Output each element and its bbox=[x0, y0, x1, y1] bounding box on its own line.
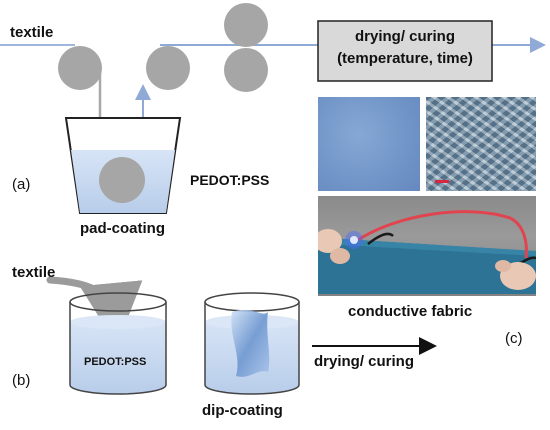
red-wire bbox=[357, 210, 528, 259]
scale-bar bbox=[435, 180, 449, 183]
guide-roller-2 bbox=[146, 46, 190, 90]
drying-step-label: drying/ curing bbox=[314, 353, 415, 370]
demo-photo-drawing bbox=[318, 210, 536, 294]
fabric-photo-microscope bbox=[426, 97, 536, 191]
nip-roller-top bbox=[224, 3, 268, 47]
drying-box-line2: (temperature, time) bbox=[337, 50, 473, 67]
fabric-photo-plain bbox=[318, 97, 420, 191]
drying-box-line1: drying/ curing bbox=[354, 28, 455, 45]
led bbox=[350, 236, 358, 244]
textile-label-a: textile bbox=[10, 24, 54, 41]
left-hand bbox=[318, 229, 342, 253]
nip-roller-bottom bbox=[224, 48, 268, 92]
immersion-roller bbox=[99, 157, 145, 203]
beaker-1 bbox=[69, 292, 167, 395]
immersed-fabric bbox=[231, 309, 270, 377]
conductive-fabric-photo bbox=[318, 196, 536, 296]
dip-coating-label: dip-coating bbox=[202, 402, 283, 419]
panel-label-b: (b) bbox=[12, 372, 31, 389]
drying-box bbox=[317, 20, 493, 82]
pad-coating-line bbox=[0, 3, 546, 214]
conductive-fabric-caption: conductive fabric bbox=[348, 303, 473, 320]
dip-coating-setup bbox=[46, 276, 437, 395]
panel-label-a: (a) bbox=[12, 176, 31, 193]
pedot-pss-label-b: PEDOT:PSS bbox=[84, 356, 147, 368]
textile-label-b: textile bbox=[12, 264, 56, 281]
beaker-2 bbox=[204, 292, 300, 395]
drying-box-text: drying/ curing (temperature, time) bbox=[318, 26, 492, 70]
pad-coating-label: pad-coating bbox=[80, 220, 165, 237]
pedot-pss-label-a: PEDOT:PSS bbox=[190, 172, 270, 188]
guide-roller-1 bbox=[58, 46, 102, 90]
panel-label-c: (c) bbox=[505, 330, 523, 347]
